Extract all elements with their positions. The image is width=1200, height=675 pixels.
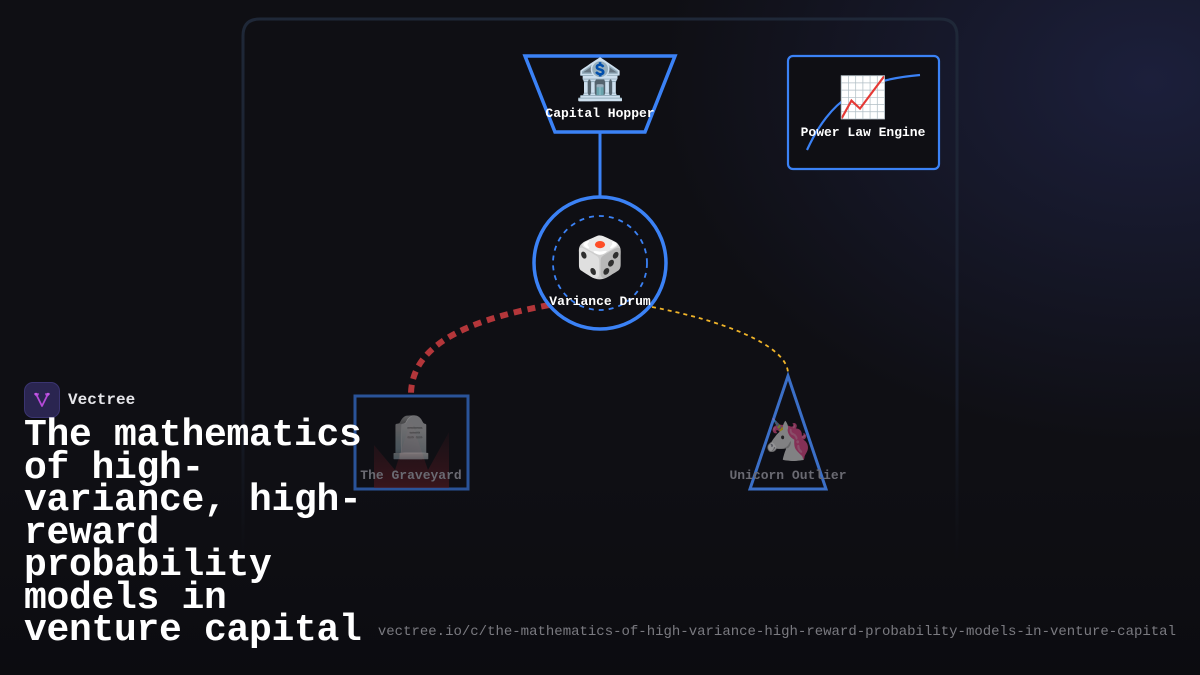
vectree-fork-icon <box>34 392 50 407</box>
variance-drum-label: Variance Drum <box>549 294 651 309</box>
variance-drum-inner-ring <box>552 215 648 311</box>
unicorn-icon: 🦄 <box>763 417 813 463</box>
unicorn-outlier-label: Unicorn Outlier <box>729 468 847 483</box>
graveyard-label: The Graveyard <box>360 468 462 483</box>
headstone-icon: 🪦 <box>386 415 436 461</box>
graveyard-red-glow <box>374 420 449 488</box>
bank-icon: 🏦 <box>575 57 625 103</box>
edge-drum-to-unicorn <box>651 306 789 376</box>
brand: Vectree <box>24 382 135 418</box>
vectree-logo <box>24 382 60 418</box>
unicorn-outlier-shape[interactable] <box>747 371 829 491</box>
chart-increasing-icon: 📈 <box>838 75 888 121</box>
diagram-frame <box>241 17 959 560</box>
capital-hopper-label: Capital Hopper <box>545 106 655 121</box>
capital-hopper-shape[interactable] <box>522 54 678 134</box>
page-url[interactable]: vectree.io/c/the-mathematics-of-high-var… <box>377 624 1176 640</box>
power-law-curve <box>806 73 921 151</box>
dice-icon: 🎲 <box>575 235 625 281</box>
power-law-engine-shape[interactable] <box>786 54 941 171</box>
power-law-engine-label: Power Law Engine <box>800 125 926 140</box>
brand-name: Vectree <box>68 391 136 409</box>
edge-drum-to-graveyard <box>407 302 550 397</box>
page-title: The mathematics of high-variance, high-r… <box>24 414 362 652</box>
